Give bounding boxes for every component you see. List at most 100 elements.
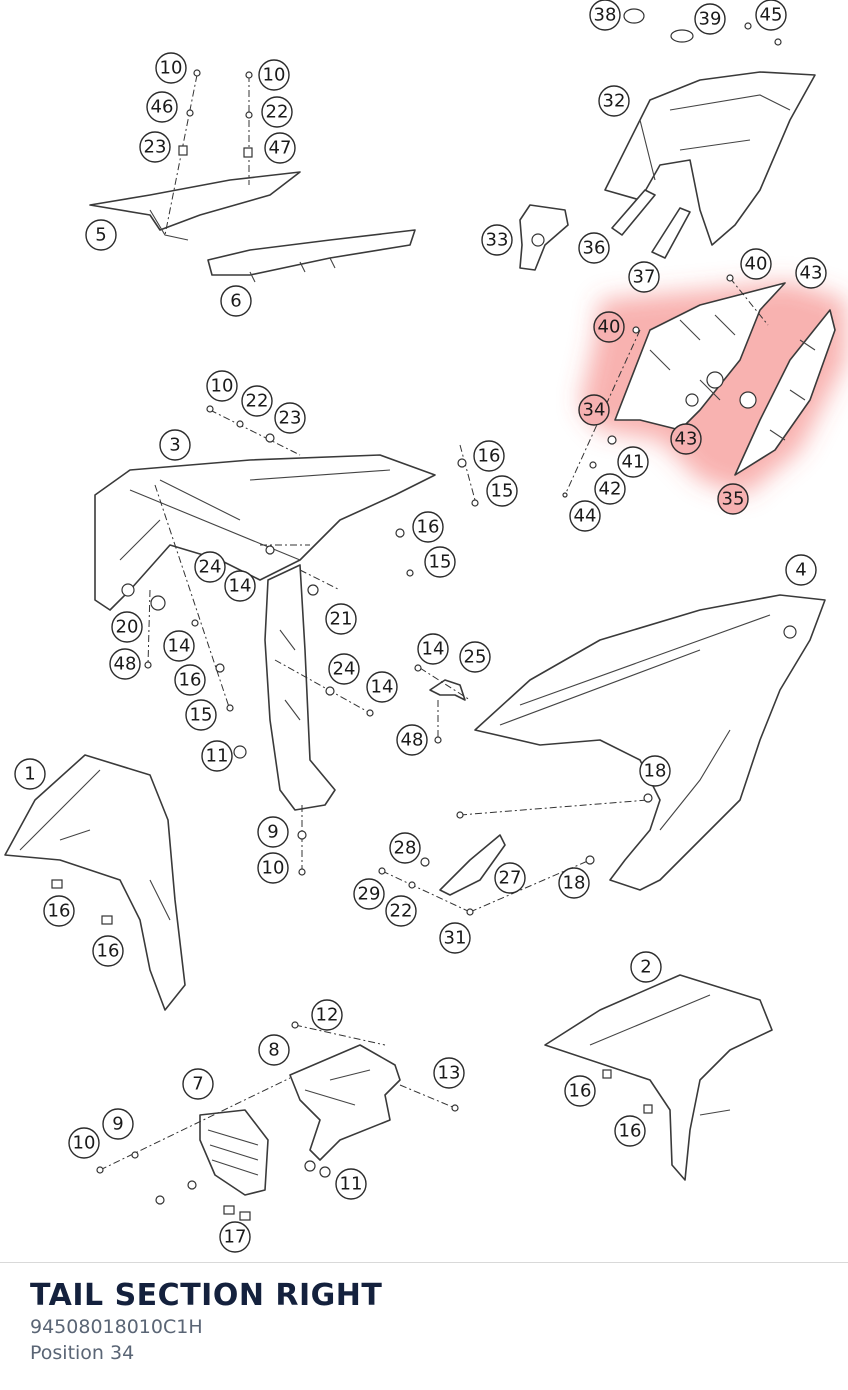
callout-21[interactable]: 21 bbox=[325, 603, 357, 635]
callout-38[interactable]: 38 bbox=[589, 0, 621, 31]
callout-9[interactable]: 9 bbox=[257, 816, 289, 848]
callout-25[interactable]: 25 bbox=[459, 641, 491, 673]
part-36-trim[interactable] bbox=[611, 189, 656, 236]
callout-48[interactable]: 48 bbox=[396, 724, 428, 756]
part-6-trim-strip[interactable] bbox=[207, 229, 416, 283]
callout-16[interactable]: 16 bbox=[43, 895, 75, 927]
callout-10[interactable]: 10 bbox=[257, 852, 289, 884]
callout-16[interactable]: 16 bbox=[473, 440, 505, 472]
callout-47[interactable]: 47 bbox=[264, 132, 296, 164]
part-25-bracket[interactable] bbox=[429, 679, 466, 701]
callout-1[interactable]: 1 bbox=[14, 758, 46, 790]
callout-11[interactable]: 11 bbox=[201, 740, 233, 772]
part-32-rear-cowl[interactable] bbox=[604, 71, 816, 246]
callout-15[interactable]: 15 bbox=[424, 546, 456, 578]
callout-9[interactable]: 9 bbox=[102, 1108, 134, 1140]
svg-text:24: 24 bbox=[333, 659, 356, 680]
callout-29[interactable]: 29 bbox=[353, 878, 385, 910]
callout-10[interactable]: 10 bbox=[155, 52, 187, 84]
callout-31[interactable]: 31 bbox=[439, 922, 471, 954]
callout-16[interactable]: 16 bbox=[92, 935, 124, 967]
callout-46[interactable]: 46 bbox=[146, 91, 178, 123]
callout-16[interactable]: 16 bbox=[614, 1115, 646, 1147]
svg-text:16: 16 bbox=[619, 1121, 642, 1142]
callout-12[interactable]: 12 bbox=[311, 999, 343, 1031]
part-5-rear-frame-cover[interactable] bbox=[89, 171, 301, 241]
callout-22[interactable]: 22 bbox=[241, 385, 273, 417]
callout-39[interactable]: 39 bbox=[694, 3, 726, 35]
callout-10[interactable]: 10 bbox=[206, 370, 238, 402]
callout-2[interactable]: 2 bbox=[630, 951, 662, 983]
callout-15[interactable]: 15 bbox=[486, 475, 518, 507]
svg-text:29: 29 bbox=[358, 884, 381, 905]
part-33-bracket[interactable] bbox=[519, 204, 569, 271]
callout-43[interactable]: 43 bbox=[795, 257, 827, 289]
callout-15[interactable]: 15 bbox=[185, 699, 217, 731]
callout-27[interactable]: 27 bbox=[494, 862, 526, 894]
part-39-grommet[interactable] bbox=[670, 29, 694, 43]
callout-32[interactable]: 32 bbox=[598, 85, 630, 117]
callout-36[interactable]: 36 bbox=[578, 232, 610, 264]
callout-22[interactable]: 22 bbox=[261, 96, 293, 128]
callout-3[interactable]: 3 bbox=[159, 429, 191, 461]
part-8-bracket[interactable] bbox=[289, 1044, 401, 1161]
callout-40[interactable]: 40 bbox=[593, 311, 625, 343]
callout-24[interactable]: 24 bbox=[194, 551, 226, 583]
callout-8[interactable]: 8 bbox=[258, 1034, 290, 1066]
svg-text:6: 6 bbox=[230, 291, 241, 312]
svg-text:16: 16 bbox=[478, 446, 501, 467]
callout-23[interactable]: 23 bbox=[139, 131, 171, 163]
callout-20[interactable]: 20 bbox=[111, 611, 143, 643]
callout-18[interactable]: 18 bbox=[558, 867, 590, 899]
callout-16[interactable]: 16 bbox=[564, 1075, 596, 1107]
callout-37[interactable]: 37 bbox=[628, 261, 660, 293]
callout-48[interactable]: 48 bbox=[109, 648, 141, 680]
callout-45[interactable]: 45 bbox=[755, 0, 787, 31]
part-34-tail-section-right[interactable] bbox=[614, 282, 786, 431]
callout-4[interactable]: 4 bbox=[785, 554, 817, 586]
part-1-front-side-panel[interactable] bbox=[4, 754, 186, 1011]
callout-11[interactable]: 11 bbox=[335, 1168, 367, 1200]
part-37-trim[interactable] bbox=[651, 207, 691, 259]
callout-14[interactable]: 14 bbox=[417, 633, 449, 665]
callout-34-highlighted[interactable]: 34 bbox=[578, 394, 610, 426]
callout-42[interactable]: 42 bbox=[594, 473, 626, 505]
callout-14[interactable]: 14 bbox=[366, 671, 398, 703]
callout-6[interactable]: 6 bbox=[220, 285, 252, 317]
callout-14[interactable]: 14 bbox=[163, 630, 195, 662]
callout-10[interactable]: 10 bbox=[258, 59, 290, 91]
callout-7[interactable]: 7 bbox=[182, 1068, 214, 1100]
part-3-main-frame-cover[interactable] bbox=[94, 454, 436, 611]
svg-text:48: 48 bbox=[114, 654, 137, 675]
svg-text:16: 16 bbox=[569, 1081, 592, 1102]
callout-41[interactable]: 41 bbox=[617, 446, 649, 478]
part-3-side-leg[interactable] bbox=[264, 564, 336, 811]
callout-28[interactable]: 28 bbox=[389, 832, 421, 864]
callout-16[interactable]: 16 bbox=[174, 664, 206, 696]
part-38-grommet[interactable] bbox=[623, 8, 645, 24]
callout-23[interactable]: 23 bbox=[274, 402, 306, 434]
part-35-tail-section-inner[interactable] bbox=[734, 309, 836, 476]
callout-44[interactable]: 44 bbox=[569, 500, 601, 532]
svg-text:25: 25 bbox=[464, 647, 487, 668]
callout-16[interactable]: 16 bbox=[412, 511, 444, 543]
part-27-cover[interactable] bbox=[439, 834, 506, 896]
callout-24[interactable]: 24 bbox=[328, 653, 360, 685]
callout-17[interactable]: 17 bbox=[219, 1221, 251, 1253]
part-7-grille[interactable] bbox=[199, 1109, 269, 1196]
part-45-screw[interactable] bbox=[744, 22, 782, 46]
callout-43[interactable]: 43 bbox=[670, 423, 702, 455]
callout-33[interactable]: 33 bbox=[481, 224, 513, 256]
part-2-front-side-panel[interactable] bbox=[544, 974, 773, 1181]
callout-5[interactable]: 5 bbox=[85, 219, 117, 251]
callout-40[interactable]: 40 bbox=[740, 248, 772, 280]
callout-14[interactable]: 14 bbox=[224, 570, 256, 602]
part-4-side-panel[interactable] bbox=[474, 594, 826, 891]
callout-18[interactable]: 18 bbox=[639, 755, 671, 787]
callout-35[interactable]: 35 bbox=[717, 483, 749, 515]
callout-13[interactable]: 13 bbox=[433, 1057, 465, 1089]
callout-10[interactable]: 10 bbox=[68, 1127, 100, 1159]
callouts: 38 39 45 32 33 36 37 10 46 23 10 22 47 5… bbox=[14, 0, 827, 1253]
callout-22[interactable]: 22 bbox=[385, 895, 417, 927]
svg-text:14: 14 bbox=[229, 576, 252, 597]
